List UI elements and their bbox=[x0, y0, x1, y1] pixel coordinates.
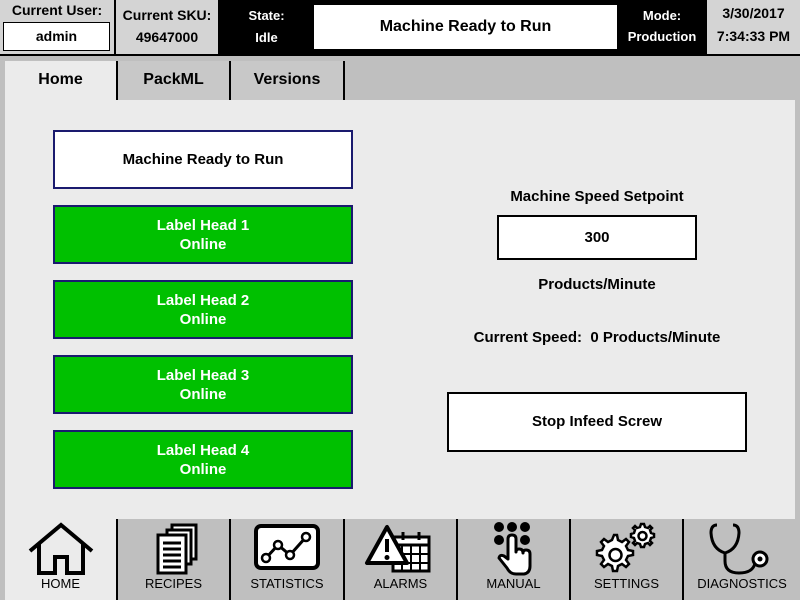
label-head-name: Label Head 4 bbox=[156, 442, 250, 459]
nav-recipes[interactable]: RECIPES bbox=[118, 519, 231, 600]
nav-label: HOME bbox=[41, 576, 80, 591]
time-display: 7:34:33 PM bbox=[716, 28, 791, 44]
nav-statistics[interactable]: STATISTICS bbox=[231, 519, 345, 600]
speed-setpoint-unit: Products/Minute bbox=[538, 276, 656, 293]
machine-status-box: Machine Ready to Run bbox=[53, 130, 353, 189]
mode-panel: Mode: Production bbox=[618, 0, 706, 54]
label-head-status: Online bbox=[179, 311, 227, 328]
label-head-status: Online bbox=[179, 236, 227, 253]
label-head-name: Label Head 2 bbox=[156, 292, 250, 309]
current-user-field[interactable]: admin bbox=[3, 22, 110, 51]
nav-label: DIAGNOSTICS bbox=[697, 576, 787, 591]
nav-diagnostics[interactable]: DIAGNOSTICS bbox=[684, 519, 800, 600]
label-head-status: Online bbox=[179, 461, 227, 478]
current-sku-label: Current SKU: bbox=[122, 7, 212, 23]
nav-label: SETTINGS bbox=[593, 576, 659, 591]
nav-settings[interactable]: SETTINGS bbox=[571, 519, 684, 600]
tab-packml[interactable]: PackML bbox=[118, 61, 231, 100]
diagnostics-icon bbox=[709, 523, 769, 575]
recipes-icon bbox=[156, 523, 197, 575]
manual-icon bbox=[493, 522, 531, 576]
current-user-panel: Current User: admin bbox=[0, 0, 114, 54]
label-head-2-button[interactable]: Label Head 2 Online bbox=[53, 280, 353, 339]
label-head-status: Online bbox=[179, 386, 227, 403]
mode-label: Mode: bbox=[642, 8, 682, 23]
label-head-4-button[interactable]: Label Head 4 Online bbox=[53, 430, 353, 489]
nav-home[interactable]: HOME bbox=[5, 519, 118, 600]
nav-label: RECIPES bbox=[144, 576, 203, 591]
state-label: State: bbox=[248, 8, 285, 23]
label-head-name: Label Head 3 bbox=[156, 367, 250, 384]
state-value: Idle bbox=[255, 30, 278, 45]
datetime-panel: 3/30/2017 7:34:33 PM bbox=[707, 0, 800, 54]
label-head-1-button[interactable]: Label Head 1 Online bbox=[53, 205, 353, 264]
statistics-icon bbox=[254, 524, 320, 570]
nav-manual[interactable]: MANUAL bbox=[458, 519, 571, 600]
mode-value: Production bbox=[627, 29, 697, 44]
speed-setpoint-input[interactable]: 300 bbox=[497, 215, 697, 260]
nav-label: MANUAL bbox=[486, 576, 541, 591]
stop-infeed-screw-button[interactable]: Stop Infeed Screw bbox=[447, 392, 747, 452]
tab-versions[interactable]: Versions bbox=[231, 61, 345, 100]
nav-alarms[interactable]: ALARMS bbox=[345, 519, 458, 600]
speed-setpoint-label: Machine Speed Setpoint bbox=[510, 188, 684, 205]
tab-home[interactable]: Home bbox=[5, 61, 118, 101]
current-speed-readout: Current Speed: 0 Products/Minute bbox=[473, 329, 721, 346]
label-head-name: Label Head 1 bbox=[156, 217, 250, 234]
alarms-icon bbox=[364, 525, 430, 573]
settings-icon bbox=[595, 522, 655, 573]
current-user-label: Current User: bbox=[11, 2, 103, 18]
nav-label: STATISTICS bbox=[250, 576, 324, 591]
state-panel: State: Idle bbox=[220, 0, 313, 54]
date-display: 3/30/2017 bbox=[722, 5, 785, 21]
nav-label: ALARMS bbox=[373, 576, 428, 591]
current-sku-value: 49647000 bbox=[135, 29, 199, 45]
home-icon bbox=[28, 522, 93, 575]
label-head-3-button[interactable]: Label Head 3 Online bbox=[53, 355, 353, 414]
current-sku-panel: Current SKU: 49647000 bbox=[116, 0, 218, 54]
header-status-message: Machine Ready to Run bbox=[314, 5, 617, 49]
